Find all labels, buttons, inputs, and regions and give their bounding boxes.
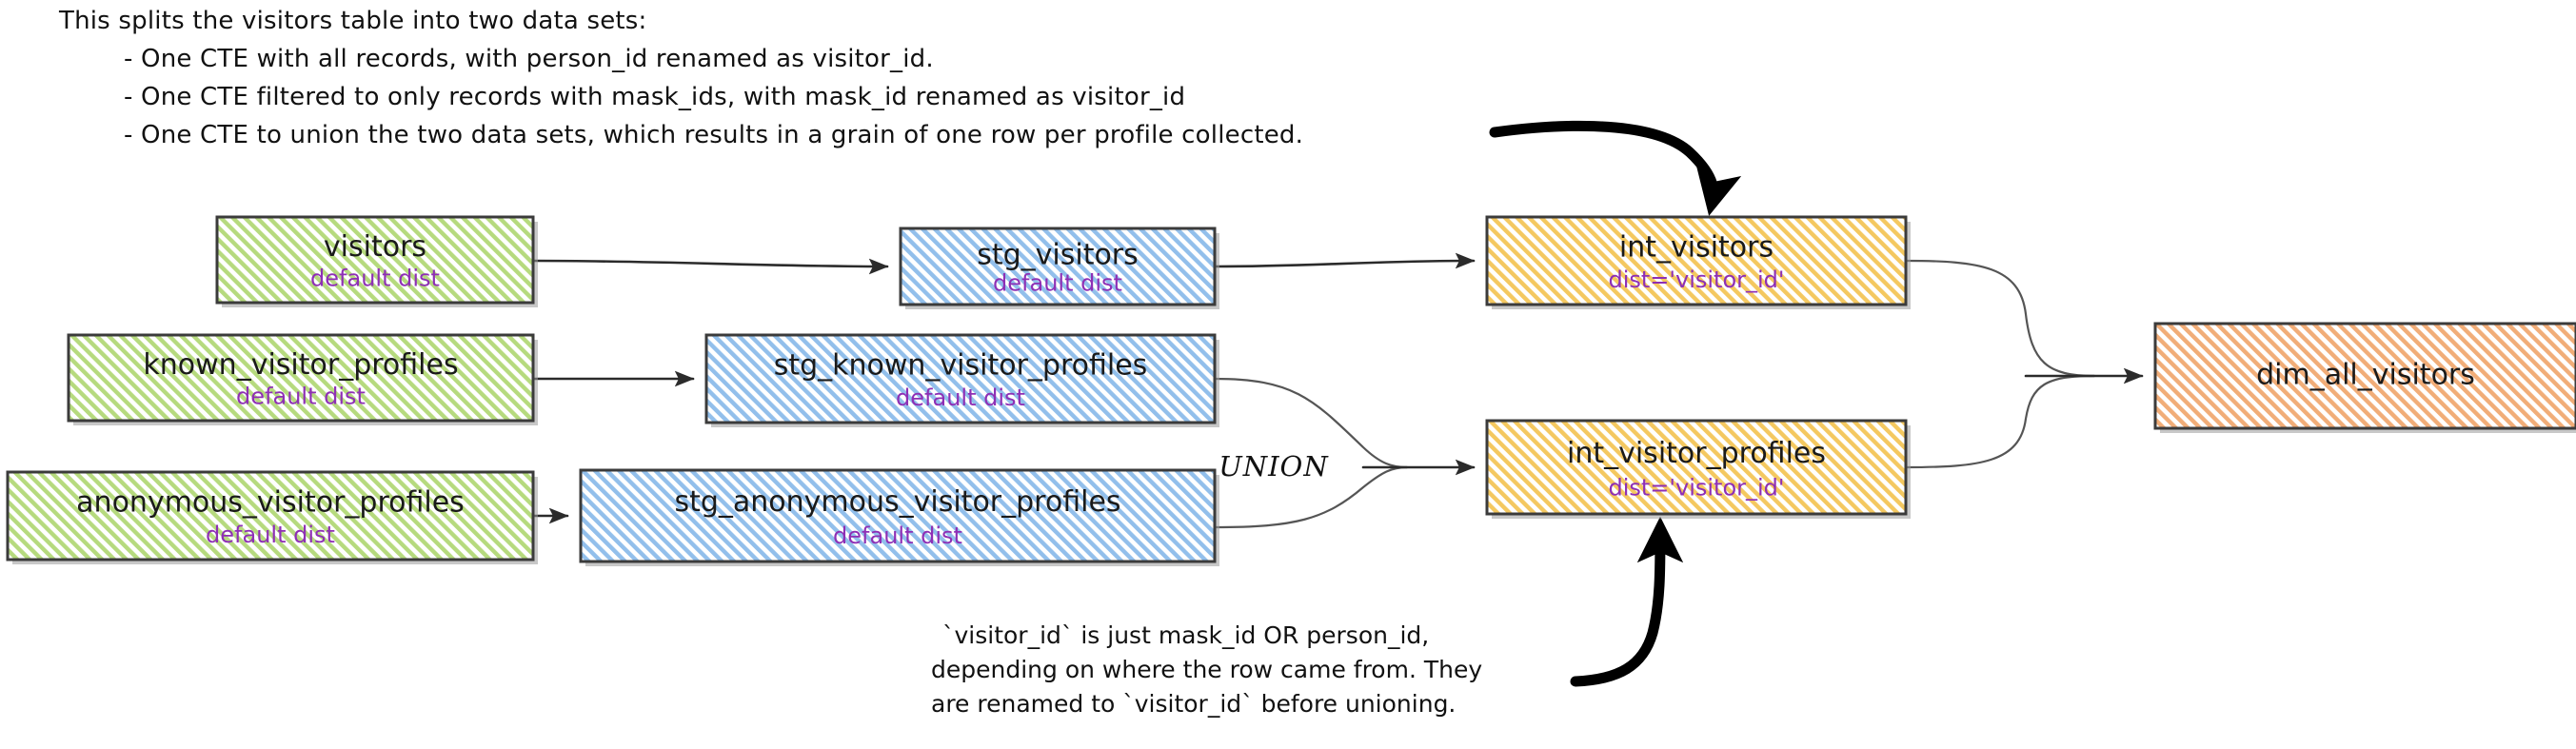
node-int_visitor_profiles[interactable]: int_visitor_profiles dist='visitor_id' (1485, 419, 1911, 519)
node-subtitle: dist='visitor_id' (1608, 266, 1784, 293)
callout-arrow-bottom (1570, 516, 1684, 687)
edge-stg-anonymous-to-union (1213, 465, 1409, 529)
node-dim_all_visitors[interactable]: dim_all_visitors (2153, 322, 2576, 433)
node-rect[interactable] (704, 333, 1217, 424)
header-bullet-2: - One CTE to union the two data sets, wh… (124, 121, 1303, 149)
node-title: anonymous_visitor_profiles (76, 486, 465, 520)
callout-layer (1489, 120, 1742, 687)
node-rect[interactable] (2153, 322, 2576, 430)
annotation-line-2: are renamed to `visitor_id` before union… (931, 690, 1456, 718)
header-bullet-0: - One CTE with all records, with person_… (124, 45, 934, 73)
union-label: UNION (1219, 450, 1329, 483)
node-title: dim_all_visitors (2256, 359, 2475, 392)
node-title: stg_known_visitor_profiles (774, 349, 1148, 383)
edge-layer: UNION (531, 252, 2144, 529)
node-subtitle: default dist (993, 269, 1122, 296)
node-rect[interactable] (6, 470, 535, 562)
header-bullet-1: - One CTE filtered to only records with … (124, 83, 1185, 111)
node-title: int_visitors (1619, 231, 1773, 265)
node-title: stg_visitors (977, 238, 1139, 271)
node-rect[interactable] (67, 333, 535, 423)
node-rect[interactable] (1485, 419, 1908, 516)
edge-stg-known-to-union (1213, 377, 1409, 469)
node-rect[interactable] (215, 215, 535, 305)
node-subtitle: default dist (310, 266, 440, 292)
node-subtitle: dist='visitor_id' (1608, 475, 1784, 502)
node-title: stg_anonymous_visitor_profiles (674, 485, 1120, 519)
node-subtitle: default dist (206, 522, 335, 548)
edge-int-profiles-to-dim (1904, 374, 2096, 469)
annotation-line-1: depending on where the row came from. Th… (931, 656, 1482, 683)
callout-arrow-top (1489, 120, 1742, 216)
node-subtitle: default dist (833, 522, 962, 549)
edge-visitors-to-stg-visitors (531, 258, 889, 275)
node-subtitle: default dist (896, 384, 1025, 411)
header-intro: This splits the visitors table into two … (58, 7, 647, 35)
node-rect[interactable] (899, 227, 1217, 306)
node-rect[interactable] (579, 468, 1217, 563)
bottom-annotation: `visitor_id` is just mask_id OR person_i… (931, 621, 1482, 718)
node-title: int_visitor_profiles (1567, 437, 1826, 470)
node-subtitle: default dist (236, 384, 366, 410)
edge-stg-visitors-to-int-visitors (1213, 252, 1476, 269)
edge-int-visitors-to-dim (1904, 259, 2096, 378)
node-title: known_visitor_profiles (143, 348, 458, 382)
node-title: visitors (324, 230, 426, 264)
node-rect[interactable] (1485, 215, 1908, 306)
annotation-line-0: `visitor_id` is just mask_id OR person_i… (942, 621, 1429, 649)
header-note: This splits the visitors table into two … (58, 7, 1303, 149)
